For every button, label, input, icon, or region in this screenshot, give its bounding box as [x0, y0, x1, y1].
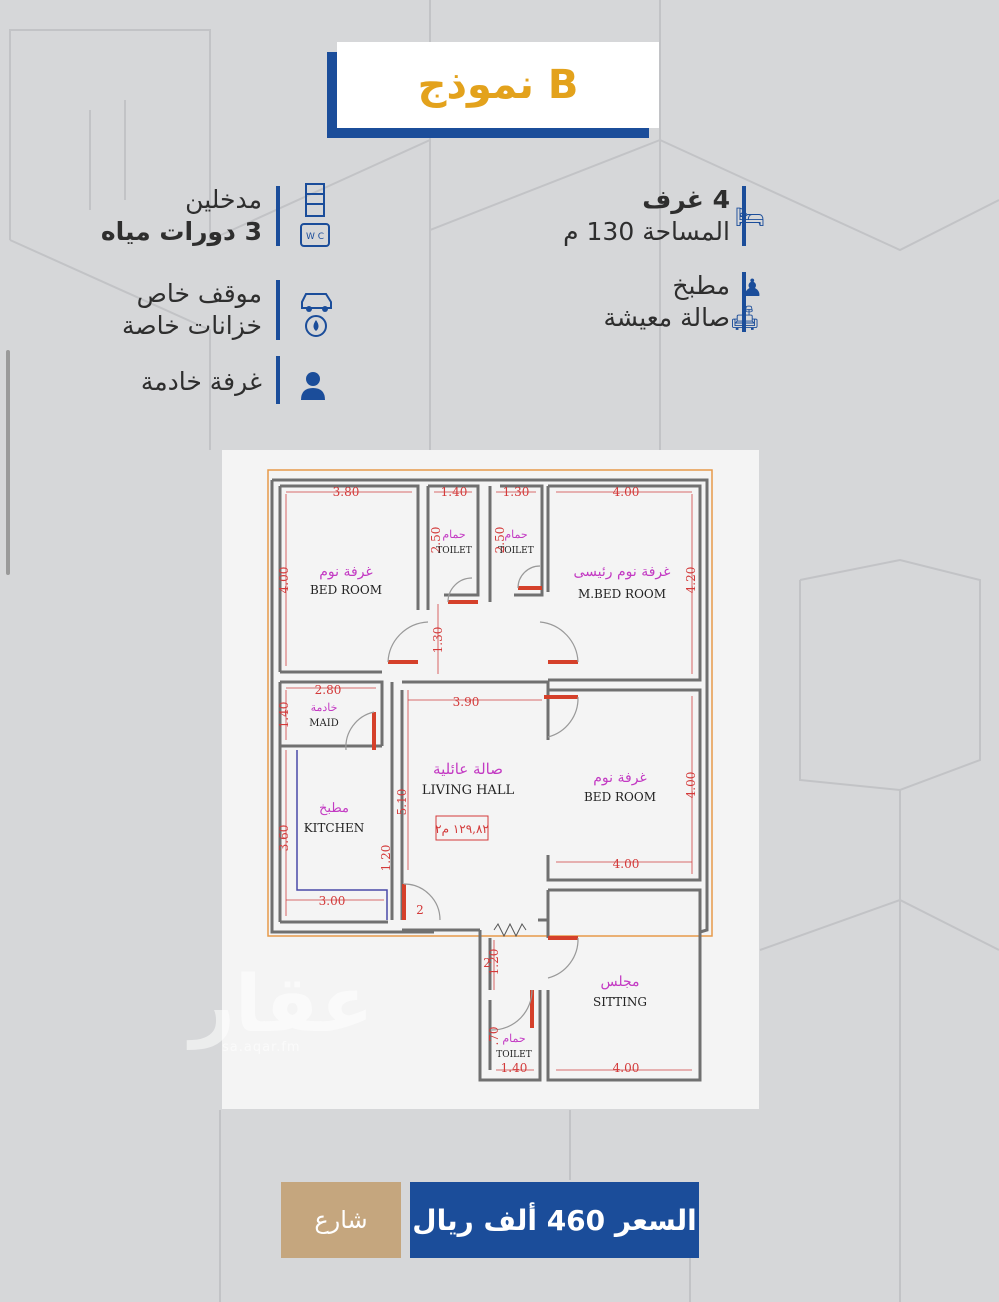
feature-divider	[742, 272, 746, 332]
dim-label: 1.20	[379, 845, 393, 872]
room-en: BED ROOM	[310, 583, 382, 597]
dim-label: 3.60	[277, 825, 291, 852]
feature-parking: موقف خاص خزانات خاصة	[60, 278, 262, 342]
room-ar: خادمة	[311, 701, 338, 714]
door-wc-icon: W C	[300, 183, 330, 247]
dim-label: 1.40	[441, 485, 468, 499]
room-ar: صالة عائلية	[433, 760, 503, 778]
dim-label: .70	[487, 1026, 501, 1045]
feature-kitchen-living: مطبخ صالة معيشة	[520, 270, 730, 334]
feature-entrances-line1: مدخلين	[185, 185, 262, 214]
watermark-url: sa.aqar.fm	[222, 1040, 301, 1055]
room-ar: غرفة نوم رئيسى	[574, 564, 671, 580]
room-en: KITCHEN	[304, 821, 365, 835]
floor-plan-drawing: 3.80 1.40 1.30 4.00 3.90 2.80 4.00 3.00 …	[267, 469, 713, 1082]
room-ar: حمام	[504, 528, 527, 541]
dim-label: 2.80	[315, 683, 342, 697]
dim-label: 3.00	[319, 894, 346, 908]
watermark: عقار	[190, 960, 374, 1050]
dim-label: 2.50	[429, 527, 443, 554]
room-en: TOILET	[436, 546, 472, 556]
dim-label: 4.20	[684, 567, 698, 594]
model-title: نموذج B	[417, 62, 579, 108]
room-en: TOILET	[498, 546, 534, 556]
dim-label: 4.00	[684, 772, 698, 799]
feature-divider	[276, 356, 280, 404]
room-ar: مجلس	[600, 974, 639, 990]
dim-label: 2.50	[493, 527, 507, 554]
feature-divider	[276, 186, 280, 246]
svg-text:W C: W C	[306, 232, 324, 242]
dim-label: 3.80	[333, 485, 360, 499]
floor-plan: 3.80 1.40 1.30 4.00 3.90 2.80 4.00 3.00 …	[222, 450, 759, 1109]
bed-icon: 🛏	[734, 203, 765, 231]
room-en: TOILET	[496, 1050, 532, 1060]
car-tank-icon	[301, 293, 332, 337]
feature-rooms-line1: 4 غرف	[642, 185, 730, 214]
scrollbar[interactable]	[6, 350, 10, 575]
dim-label: 4.00	[613, 857, 640, 871]
dim-label: 1.20	[487, 949, 501, 976]
feature-parking-line1: موقف خاص	[136, 279, 262, 308]
feature-maid-room: غرفة خادمة	[60, 366, 262, 398]
feature-divider	[742, 186, 746, 246]
feature-kitchen-line2: صالة معيشة	[603, 303, 730, 332]
dim-label: 4.00	[277, 567, 291, 594]
feature-maid-line1: غرفة خادمة	[140, 367, 262, 396]
feature-rooms-line2: المساحة 130 م	[563, 217, 730, 246]
dim-label: 3.90	[453, 695, 480, 709]
room-ar: حمام	[442, 528, 465, 541]
room-en: M.BED ROOM	[578, 587, 666, 601]
price-button[interactable]: السعر 460 ألف ريال	[410, 1182, 699, 1258]
dim-label: 2	[416, 903, 424, 917]
room-en: SITTING	[593, 995, 647, 1009]
model-title-card: نموذج B	[337, 42, 659, 128]
feature-kitchen-line1: مطبخ	[672, 271, 730, 300]
room-en: MAID	[309, 718, 338, 729]
room-en: BED ROOM	[584, 790, 656, 804]
feature-rooms: 4 غرف المساحة 130 م	[520, 184, 730, 248]
room-ar: غرفة نوم	[319, 564, 373, 580]
room-ar: مطبخ	[319, 801, 349, 816]
dim-label: 1.40	[277, 702, 291, 729]
dim-label: 4.00	[613, 1061, 640, 1075]
dim-label: 1.30	[431, 627, 445, 654]
room-en: LIVING HALL	[422, 783, 515, 798]
dim-label: 5.10	[395, 789, 409, 816]
chef-icon: ♟	[741, 274, 763, 302]
feature-divider	[276, 280, 280, 340]
room-ar: حمام	[502, 1032, 525, 1045]
feature-entrances: مدخلين 3 دورات مياه	[60, 184, 262, 248]
dim-label: 1.30	[503, 485, 530, 499]
dim-label: 4.00	[613, 485, 640, 499]
sofa-icon: 🛋	[729, 304, 760, 332]
feature-entrances-line2: 3 دورات مياه	[100, 217, 262, 246]
dim-label: 1.40	[501, 1061, 528, 1075]
area-note: ١٢٩,٨٢ م٢	[435, 822, 489, 836]
street-button[interactable]: شارع	[281, 1182, 401, 1258]
room-ar: غرفة نوم	[593, 770, 647, 786]
feature-parking-line2: خزانات خاصة	[122, 311, 262, 340]
dim-label: 2	[483, 956, 491, 970]
person-icon	[301, 372, 325, 400]
